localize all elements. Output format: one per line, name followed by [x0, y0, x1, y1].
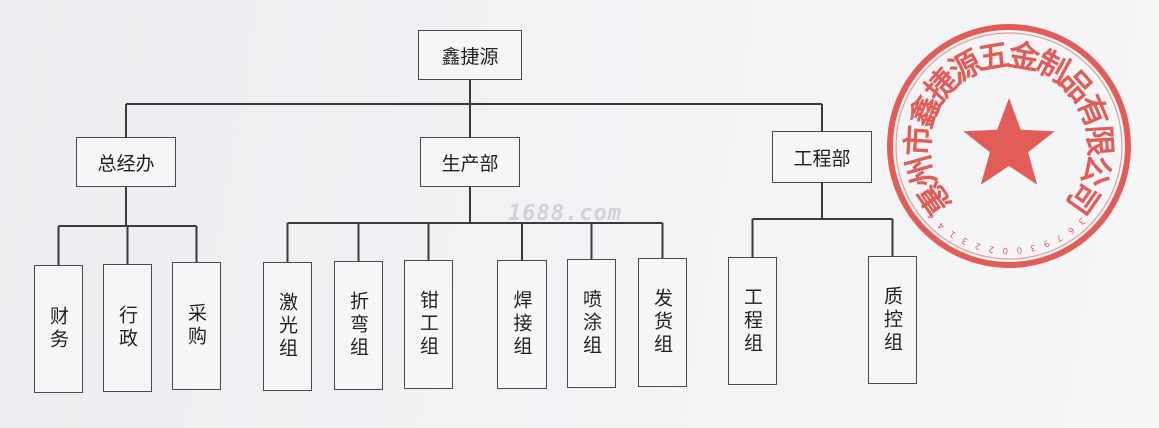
unit-label: 质控组 — [881, 285, 903, 355]
seal-number-char: 7 — [1054, 232, 1064, 243]
department-label: 生产部 — [441, 152, 499, 175]
unit-box: 发货组 — [638, 258, 687, 387]
seal-number-char: 0 — [1002, 245, 1008, 255]
unit-box: 财务 — [34, 265, 83, 393]
department-box-general-office: 总经办 — [76, 137, 176, 187]
org-root-box: 鑫捷源 — [418, 30, 522, 80]
unit-label: 发货组 — [651, 288, 673, 357]
seal-number-char: 2 — [974, 240, 982, 251]
seal-number-char: 2 — [988, 243, 995, 254]
seal-name-char: 五 — [976, 37, 1013, 78]
department-box-engineering: 工程部 — [772, 131, 872, 183]
seal-number-char: 3 — [1076, 215, 1087, 226]
unit-label: 折弯组 — [347, 291, 369, 360]
unit-box: 喷涂组 — [567, 259, 616, 388]
unit-label: 喷涂组 — [580, 289, 602, 358]
unit-box: 质控组 — [868, 256, 917, 384]
unit-box: 行政 — [103, 264, 152, 392]
seal-name-char: 限 — [1080, 124, 1118, 157]
unit-label: 行政 — [116, 305, 138, 351]
unit-label: 采购 — [185, 303, 207, 349]
seal-number-char: 4 — [926, 210, 937, 221]
star-icon — [963, 98, 1055, 185]
unit-box: 工程组 — [728, 257, 777, 385]
seal-number-char: 9 — [1042, 237, 1051, 248]
unit-label: 工程组 — [741, 286, 763, 356]
seal-number-char: 1 — [948, 228, 958, 239]
unit-box: 折弯组 — [334, 261, 383, 390]
seal-number-char: 0 — [1016, 244, 1022, 254]
seal-number-char: 6 — [1065, 224, 1075, 235]
unit-box: 钳工组 — [404, 260, 453, 389]
seal-number-char: 3 — [960, 235, 969, 246]
seal-name-char: 市 — [900, 124, 938, 157]
unit-box: 采购 — [172, 262, 221, 390]
watermark-text: 1688.com — [508, 201, 622, 226]
unit-label: 焊接组 — [510, 290, 533, 359]
department-label: 总经办 — [97, 152, 155, 175]
unit-label: 财务 — [47, 306, 69, 352]
seal-number-char: 3 — [1029, 242, 1037, 253]
seal-number-char: 4 — [936, 220, 947, 231]
seal-name-char: 金 — [1005, 37, 1044, 78]
org-root-label: 鑫捷源 — [441, 45, 499, 68]
department-box-production: 生产部 — [420, 137, 520, 187]
unit-label: 激光组 — [276, 292, 298, 361]
unit-box: 激光组 — [263, 262, 312, 391]
unit-label: 钳工组 — [417, 290, 439, 359]
department-label: 工程部 — [793, 147, 851, 170]
unit-box: 焊接组 — [497, 260, 547, 389]
